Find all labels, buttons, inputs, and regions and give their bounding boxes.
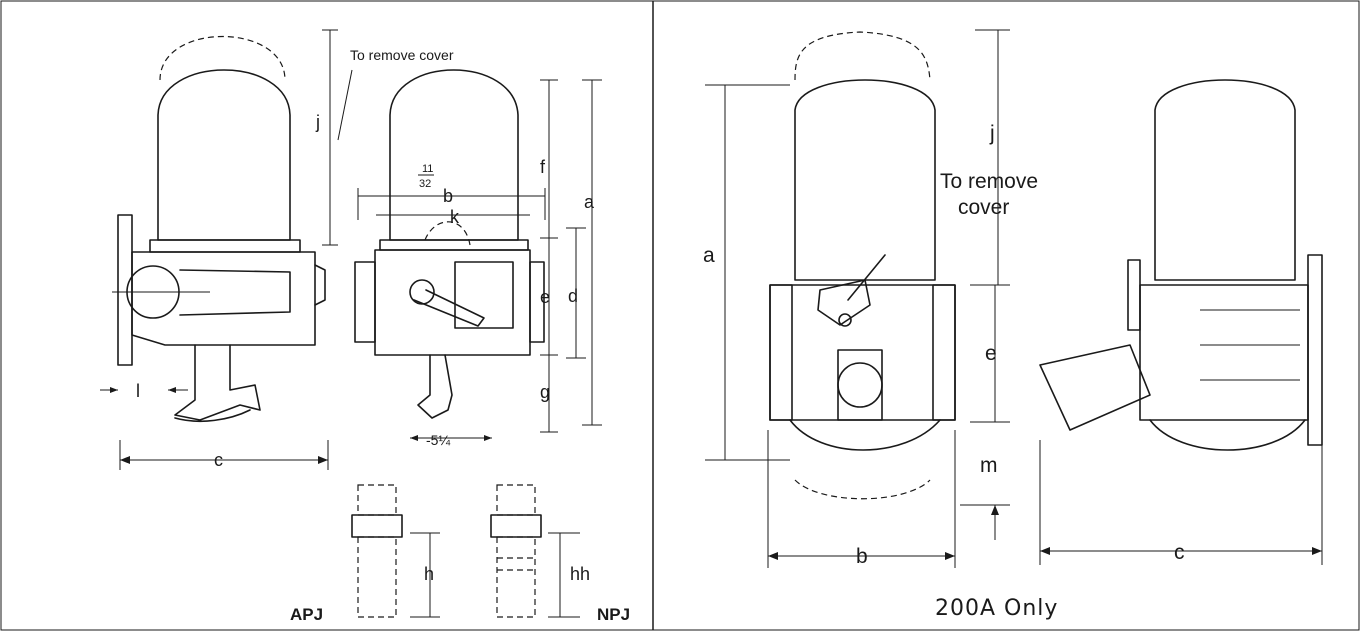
front-cover-ring — [379, 239, 529, 251]
npj-detail: hh NPJ — [490, 484, 630, 624]
label-d-front: d — [568, 286, 578, 306]
right-side-housing — [1139, 284, 1309, 421]
label-a-front: a — [584, 192, 595, 212]
label-hh: hh — [570, 564, 590, 584]
right-front-view — [769, 31, 956, 500]
label-h: h — [424, 564, 434, 584]
right-bottom-dome — [789, 419, 941, 451]
right-side-bottom-dome — [1149, 419, 1306, 451]
apj-detail: h APJ — [290, 484, 440, 624]
right-cover-dome — [794, 79, 936, 281]
apj-label: APJ — [290, 605, 323, 624]
right-handle-plate — [817, 279, 871, 326]
label-g-front: g — [540, 382, 550, 402]
right-side-flange — [1307, 254, 1323, 446]
label-c-left: c — [214, 450, 223, 470]
front-handle-arc — [424, 221, 471, 246]
left-front-view — [354, 69, 545, 419]
right-housing — [769, 284, 956, 421]
label-l-left: l — [136, 381, 140, 401]
label-j-right: j — [989, 122, 995, 145]
npj-label: NPJ — [597, 605, 630, 624]
right-remove-cover-1: To remove — [940, 170, 1038, 193]
right-receptacle — [837, 362, 883, 408]
label-e-right: e — [985, 342, 997, 365]
right-bottom-raised — [794, 479, 931, 500]
left-clamp-lip — [174, 409, 251, 423]
front-window — [454, 261, 514, 329]
right-side-cover-dome — [1154, 79, 1296, 281]
label-c-right: c — [1174, 541, 1185, 564]
left-housing-body — [131, 251, 316, 346]
front-right-boss — [529, 261, 545, 343]
label-f-front: f — [540, 157, 546, 177]
right-side-view: c — [1039, 79, 1323, 565]
right-handle-lever — [847, 254, 886, 301]
label-b-right: b — [856, 545, 868, 568]
label-frac-num: 11 — [422, 163, 433, 175]
label-e-front: e — [540, 287, 550, 307]
label-m-right: m — [980, 454, 998, 477]
left-cover-ring — [149, 239, 301, 253]
left-arm-taper — [179, 269, 291, 316]
right-front-dimensions: a j To remove cover e m b — [703, 29, 1038, 568]
remove-cover-leader — [337, 69, 353, 141]
front-cable-connector — [417, 354, 453, 419]
left-side-view — [112, 35, 326, 423]
right-side-plug — [1039, 344, 1151, 431]
label-k-front: k — [450, 207, 460, 227]
label-five-quarter: -5¼ — [426, 432, 450, 448]
left-cover-dome — [157, 69, 291, 241]
left-mounting-flange — [117, 214, 133, 366]
front-cover-dome — [389, 69, 519, 241]
right-cover-raised-outline — [794, 31, 931, 81]
left-remove-cover-label: To remove cover — [350, 47, 454, 63]
left-side-boss — [314, 264, 326, 306]
left-front-dimensions: b k 11 32 f e g d a -5¼ — [357, 79, 602, 448]
left-cover-raised-outline — [159, 35, 286, 81]
left-side-dimensions: j To remove cover c l — [100, 29, 454, 470]
right-remove-cover-2: cover — [958, 196, 1009, 219]
right-caption: 200A Only — [935, 596, 1058, 621]
label-frac-den: 32 — [419, 178, 431, 190]
label-j-left: j — [315, 112, 320, 132]
label-b-front: b — [443, 186, 453, 206]
left-cable-clamp — [174, 344, 261, 421]
front-handle — [413, 289, 485, 327]
label-a-right: a — [703, 244, 715, 267]
front-left-boss — [354, 261, 376, 343]
